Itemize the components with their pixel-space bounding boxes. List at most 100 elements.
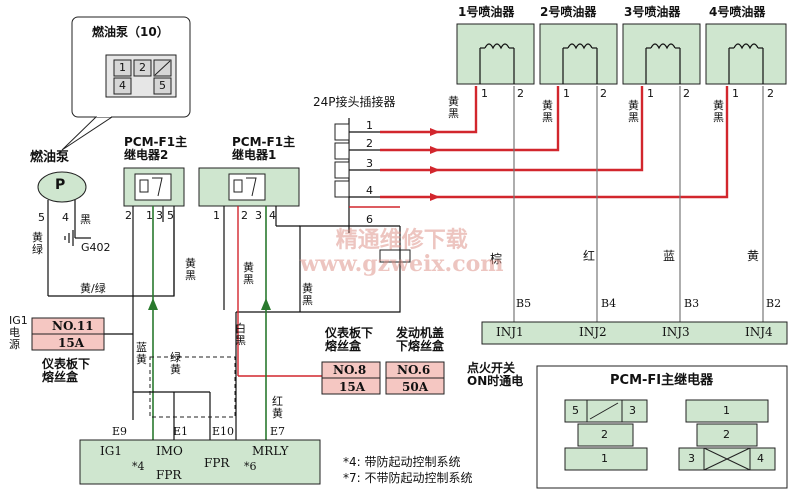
legend-left-5: 5 <box>572 404 579 417</box>
wire-inj1-supply <box>380 86 478 134</box>
note-7: *7: 不带防起动控制系统 <box>343 471 473 485</box>
inj1-pin2: 2 <box>517 87 524 100</box>
fuse-no8-amp: 15A <box>339 380 366 394</box>
pcm-note-6: *6 <box>244 460 257 473</box>
wire-yellow-green-v: 黄 绿 <box>32 231 43 257</box>
legend-left-1: 1 <box>601 452 608 465</box>
conn-pin-4: 4 <box>366 184 373 197</box>
pcm-fpr-2: FPR <box>156 468 182 482</box>
coil-icon <box>484 43 510 50</box>
inj3-terminal: INJ3 <box>662 325 690 339</box>
wire-yb-2: 黄 黑 <box>243 261 254 287</box>
inj2-wire: 黄 黑 <box>542 99 553 125</box>
fuel-pump-symbol <box>37 171 87 203</box>
legend-left-3: 3 <box>629 404 636 417</box>
wire-white-black: 白 黑 <box>235 322 246 348</box>
fuel-pump-callout-title: 燃油泵（10） <box>92 25 169 39</box>
injector2-label: 2号喷油器 <box>540 5 597 19</box>
ig1-power-label: IG1 电源 <box>9 314 28 352</box>
fp-pin5: 5 <box>38 211 45 224</box>
fp-pin-1: 1 <box>119 61 126 74</box>
relay1-pin-2: 2 <box>241 209 248 222</box>
fuse-no11-label: NO.11 <box>52 319 94 333</box>
fuse-no8-box: 仪表板下 熔丝盒 <box>325 326 374 354</box>
pcm-term-e7: E7 <box>270 425 286 438</box>
fp-pin-4: 4 <box>119 79 126 92</box>
inj3-wire: 黄 黑 <box>628 99 639 125</box>
injector-4 <box>705 23 787 85</box>
pcm-ig1: IG1 <box>100 444 122 458</box>
fuse-no6-label: NO.6 <box>397 363 431 377</box>
relay-1 <box>198 167 300 207</box>
legend-right-4: 4 <box>757 452 764 465</box>
ground-label: G402 <box>81 241 111 254</box>
relay1-title: PCM-F1主 继电器1 <box>232 135 296 163</box>
injector3-label: 3号喷油器 <box>624 5 681 19</box>
conn-pin-1: 1 <box>366 119 373 132</box>
wire-yellow-green: 黄/绿 <box>80 282 106 295</box>
relay2-title: PCM-F1主 继电器2 <box>124 135 188 163</box>
inj2-return-color: 红 <box>583 249 596 263</box>
relay2-pin-2: 2 <box>125 209 132 222</box>
ignition-note: 点火开关 ON时通电 <box>467 361 524 389</box>
conn-pin-2: 2 <box>366 137 373 150</box>
connector-24p <box>334 118 411 263</box>
coil-icon <box>567 43 593 50</box>
fuel-pump-label: 燃油泵 <box>30 150 70 165</box>
fuel-pump-callout <box>61 16 191 151</box>
injector-1 <box>456 23 535 85</box>
injector1-label: 1号喷油器 <box>458 5 515 19</box>
relay1-pin-3: 3 <box>255 209 262 222</box>
relay2-pin-1: 1 <box>146 209 153 222</box>
inj2-pin2: 2 <box>600 87 607 100</box>
inj1-terminal: INJ1 <box>496 325 524 339</box>
panel-fusebox-label: 仪表板下 熔丝盒 <box>42 357 91 385</box>
term-b5: B5 <box>516 297 532 310</box>
inj4-pin2: 2 <box>767 87 774 100</box>
pcm-inj-terminals <box>481 321 788 345</box>
inj3-pin2: 2 <box>683 87 690 100</box>
wire-black: 黑 <box>80 213 91 226</box>
conn-pin-6: 6 <box>366 213 373 226</box>
relay-legend-title: PCM-FI主继电器 <box>610 373 714 388</box>
fuse-no8-label: NO.8 <box>333 363 367 377</box>
wire-green-yellow: 绿 黄 <box>170 351 181 377</box>
wire-yb-3: 黄 黑 <box>302 282 313 308</box>
pcm-term-e1: E1 <box>173 425 189 438</box>
term-b4: B4 <box>601 297 617 310</box>
inj3-pin1: 1 <box>647 87 654 100</box>
fuse-no6-box: 发动机盖 下熔丝盒 <box>396 326 445 354</box>
term-b2: B2 <box>766 297 782 310</box>
relay1-pin-4: 4 <box>269 209 276 222</box>
wire-blue-yellow: 蓝 黄 <box>136 341 147 367</box>
note-4: *4: 带防起动控制系统 <box>343 455 461 469</box>
wire-inj2-supply <box>380 86 560 152</box>
connector-title: 24P接头插接器 <box>313 95 396 109</box>
pcm-mrly: MRLY <box>252 444 289 458</box>
wire-inj4-supply <box>380 86 729 199</box>
relay-2 <box>123 167 185 207</box>
inj1-wire: 黄 黑 <box>448 95 459 121</box>
pcm-fpr: FPR <box>204 456 230 470</box>
inj4-pin1: 1 <box>732 87 739 100</box>
ground-icon <box>64 230 74 246</box>
legend-left-2: 2 <box>601 428 608 441</box>
inj1-return-color: 棕 <box>490 252 503 266</box>
fuel-pump-symbol-text: P <box>55 177 66 193</box>
term-b3: B3 <box>684 297 700 310</box>
pcm-term-e9: E9 <box>112 425 128 438</box>
pcm-term-e10: E10 <box>212 425 235 438</box>
relay2-pin-5: 5 <box>167 209 174 222</box>
conn-pin-3: 3 <box>366 157 373 170</box>
injector-3 <box>622 23 701 85</box>
legend-right-2: 2 <box>723 428 730 441</box>
fp-pin-5: 5 <box>159 79 166 92</box>
injector4-label: 4号喷油器 <box>709 5 766 19</box>
wire-yb-1: 黄 黑 <box>185 257 196 283</box>
fuse-no11-amp: 15A <box>58 336 85 350</box>
inj1-pin1: 1 <box>481 87 488 100</box>
legend-right-3: 3 <box>688 452 695 465</box>
inj4-wire: 黄 黑 <box>713 99 724 125</box>
pcm-imo: IMO <box>156 444 183 458</box>
